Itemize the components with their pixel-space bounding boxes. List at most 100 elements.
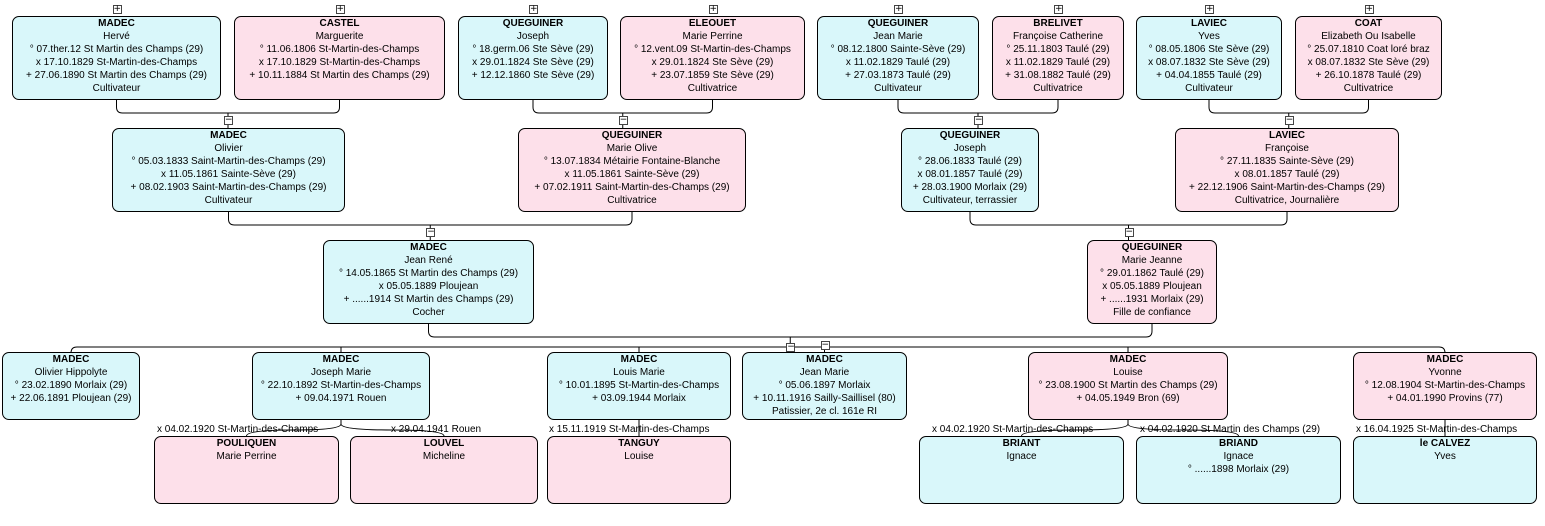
person-detail-line: Cultivatrice, Journalière xyxy=(1234,195,1340,206)
person-detail-line: ° 05.06.1897 Morlaix xyxy=(778,380,871,391)
marriage-label: x 29.04.1941 Rouen xyxy=(391,424,482,435)
person-detail-line: Cultivateur, terrassier xyxy=(922,195,1018,206)
person-given-name: Joseph xyxy=(516,31,550,42)
person-surname: POULIQUEN xyxy=(216,438,277,449)
spouse-line xyxy=(246,420,342,437)
person-detail-line: x 08.01.1857 Taulé (29) xyxy=(1234,169,1340,180)
person-detail-line: + 12.12.1860 Ste Sève (29) xyxy=(471,70,595,81)
person-surname: MADEC xyxy=(322,354,360,365)
person-detail-line: ° 11.06.1806 St-Martin-des-Champs xyxy=(259,44,420,55)
person-detail-line: ° 25.11.1803 Taulé (29) xyxy=(1006,44,1110,55)
person-detail-line: x 17.10.1829 St-Martin-des-Champs xyxy=(35,57,198,68)
person-detail-line: + 26.10.1878 Taulé (29) xyxy=(1315,70,1422,81)
expand-toggle[interactable]: + xyxy=(894,4,903,14)
person-card-queguiner-joseph[interactable]: QUEGUINER Joseph ° 18.germ.06 Ste Sève (29… xyxy=(458,16,608,100)
person-surname: MADEC xyxy=(806,354,843,365)
person-surname: QUEGUINER xyxy=(867,18,929,29)
person-given-name: Louise xyxy=(624,451,654,462)
person-given-name: Joseph xyxy=(953,143,987,154)
person-surname: MADEC xyxy=(1109,354,1147,365)
expand-toggle[interactable]: + xyxy=(1364,4,1374,14)
collapse-toggle[interactable]: − xyxy=(1284,115,1294,125)
person-surname: MADEC xyxy=(410,242,447,253)
person-given-name: Yvonne xyxy=(1428,367,1462,378)
sibling-line xyxy=(70,346,1446,354)
person-given-name: Yves xyxy=(1198,31,1220,42)
person-surname: LAVIEC xyxy=(1269,130,1305,141)
person-surname: BRIAND xyxy=(1219,438,1258,449)
collapse-toggle[interactable]: − xyxy=(224,115,233,125)
collapse-toggle[interactable]: − xyxy=(974,115,983,125)
person-detail-line: ° 29.01.1862 Taulé (29) xyxy=(1100,268,1204,279)
person-surname: QUEGUINER xyxy=(502,18,564,29)
person-detail-line: ° ......1898 Morlaix (29) xyxy=(1187,464,1290,475)
expand-toggle[interactable]: + xyxy=(335,4,345,14)
person-detail-line: + 22.12.1906 Saint-Martin-des-Champs (29… xyxy=(1189,182,1385,193)
collapse-toggle[interactable]: − xyxy=(426,227,436,237)
person-surname: MADEC xyxy=(1426,354,1464,365)
marriage-label: x 16.04.1925 St-Martin-des-Champs xyxy=(1356,424,1518,435)
person-detail-line: + 09.04.1971 Rouen xyxy=(295,393,387,404)
person-detail-line: Cultivateur xyxy=(874,83,922,94)
expand-toggle[interactable]: + xyxy=(529,4,538,14)
person-given-name: Marie Olive xyxy=(606,143,658,154)
person-detail-line: Patissier, 2e cl. 161e RI xyxy=(771,406,878,417)
person-detail-line: ° 08.12.1800 Sainte-Sève (29) xyxy=(830,44,966,55)
person-card-laviec-yves[interactable]: LAVIEC Yves ° 08.05.1806 Ste Sève (29) x 08… xyxy=(1136,16,1282,100)
expand-toggle[interactable]: + xyxy=(1205,4,1214,14)
expand-toggle[interactable]: + xyxy=(112,4,122,14)
couple-line xyxy=(428,324,1153,338)
person-detail-line: x 08.01.1857 Taulé (29) xyxy=(917,169,1023,180)
expand-toggle[interactable]: + xyxy=(1054,4,1063,14)
person-surname: LAVIEC xyxy=(1191,18,1227,29)
person-detail-line: x 08.07.1832 Ste Sève (29) xyxy=(1148,57,1270,68)
person-detail-line: ° 18.germ.06 Ste Sève (29) xyxy=(472,44,594,55)
collapse-toggle[interactable]: − xyxy=(820,340,830,350)
person-detail-line: ° 08.05.1806 Ste Sève (29) xyxy=(1148,44,1270,55)
person-detail-line: ° 28.06.1833 Taulé (29) xyxy=(918,156,1022,167)
person-detail-line: + 04.01.1990 Provins (77) xyxy=(1387,393,1503,404)
person-detail-line: Cultivateur xyxy=(204,195,253,206)
collapse-toggle[interactable]: − xyxy=(786,342,796,352)
couple-line xyxy=(116,100,340,114)
person-detail-line: + 27.03.1873 Taulé (29) xyxy=(845,70,951,81)
person-surname: CASTEL xyxy=(319,18,360,29)
expand-toggle[interactable]: + xyxy=(708,4,718,14)
person-surname: MADEC xyxy=(52,354,90,365)
collapse-toggle[interactable]: − xyxy=(618,115,628,125)
person-given-name: Elizabeth Ou Isabelle xyxy=(1321,31,1416,42)
marriage-label: x 04.02.1920 St-Martin-des-Champs xyxy=(157,424,319,435)
person-detail-line: + 23.07.1859 Ste Sève (29) xyxy=(651,70,774,81)
couple-line xyxy=(228,212,633,226)
collapse-toggle[interactable]: − xyxy=(1124,227,1134,237)
person-detail-line: ° 23.08.1900 St Martin des Champs (29) xyxy=(1038,380,1218,391)
person-detail-line: Cultivatrice xyxy=(607,195,657,206)
person-detail-line: ° 22.10.1892 St-Martin-des-Champs xyxy=(260,380,422,391)
person-detail-line: ° 27.11.1835 Sainte-Sève (29) xyxy=(1220,156,1354,167)
